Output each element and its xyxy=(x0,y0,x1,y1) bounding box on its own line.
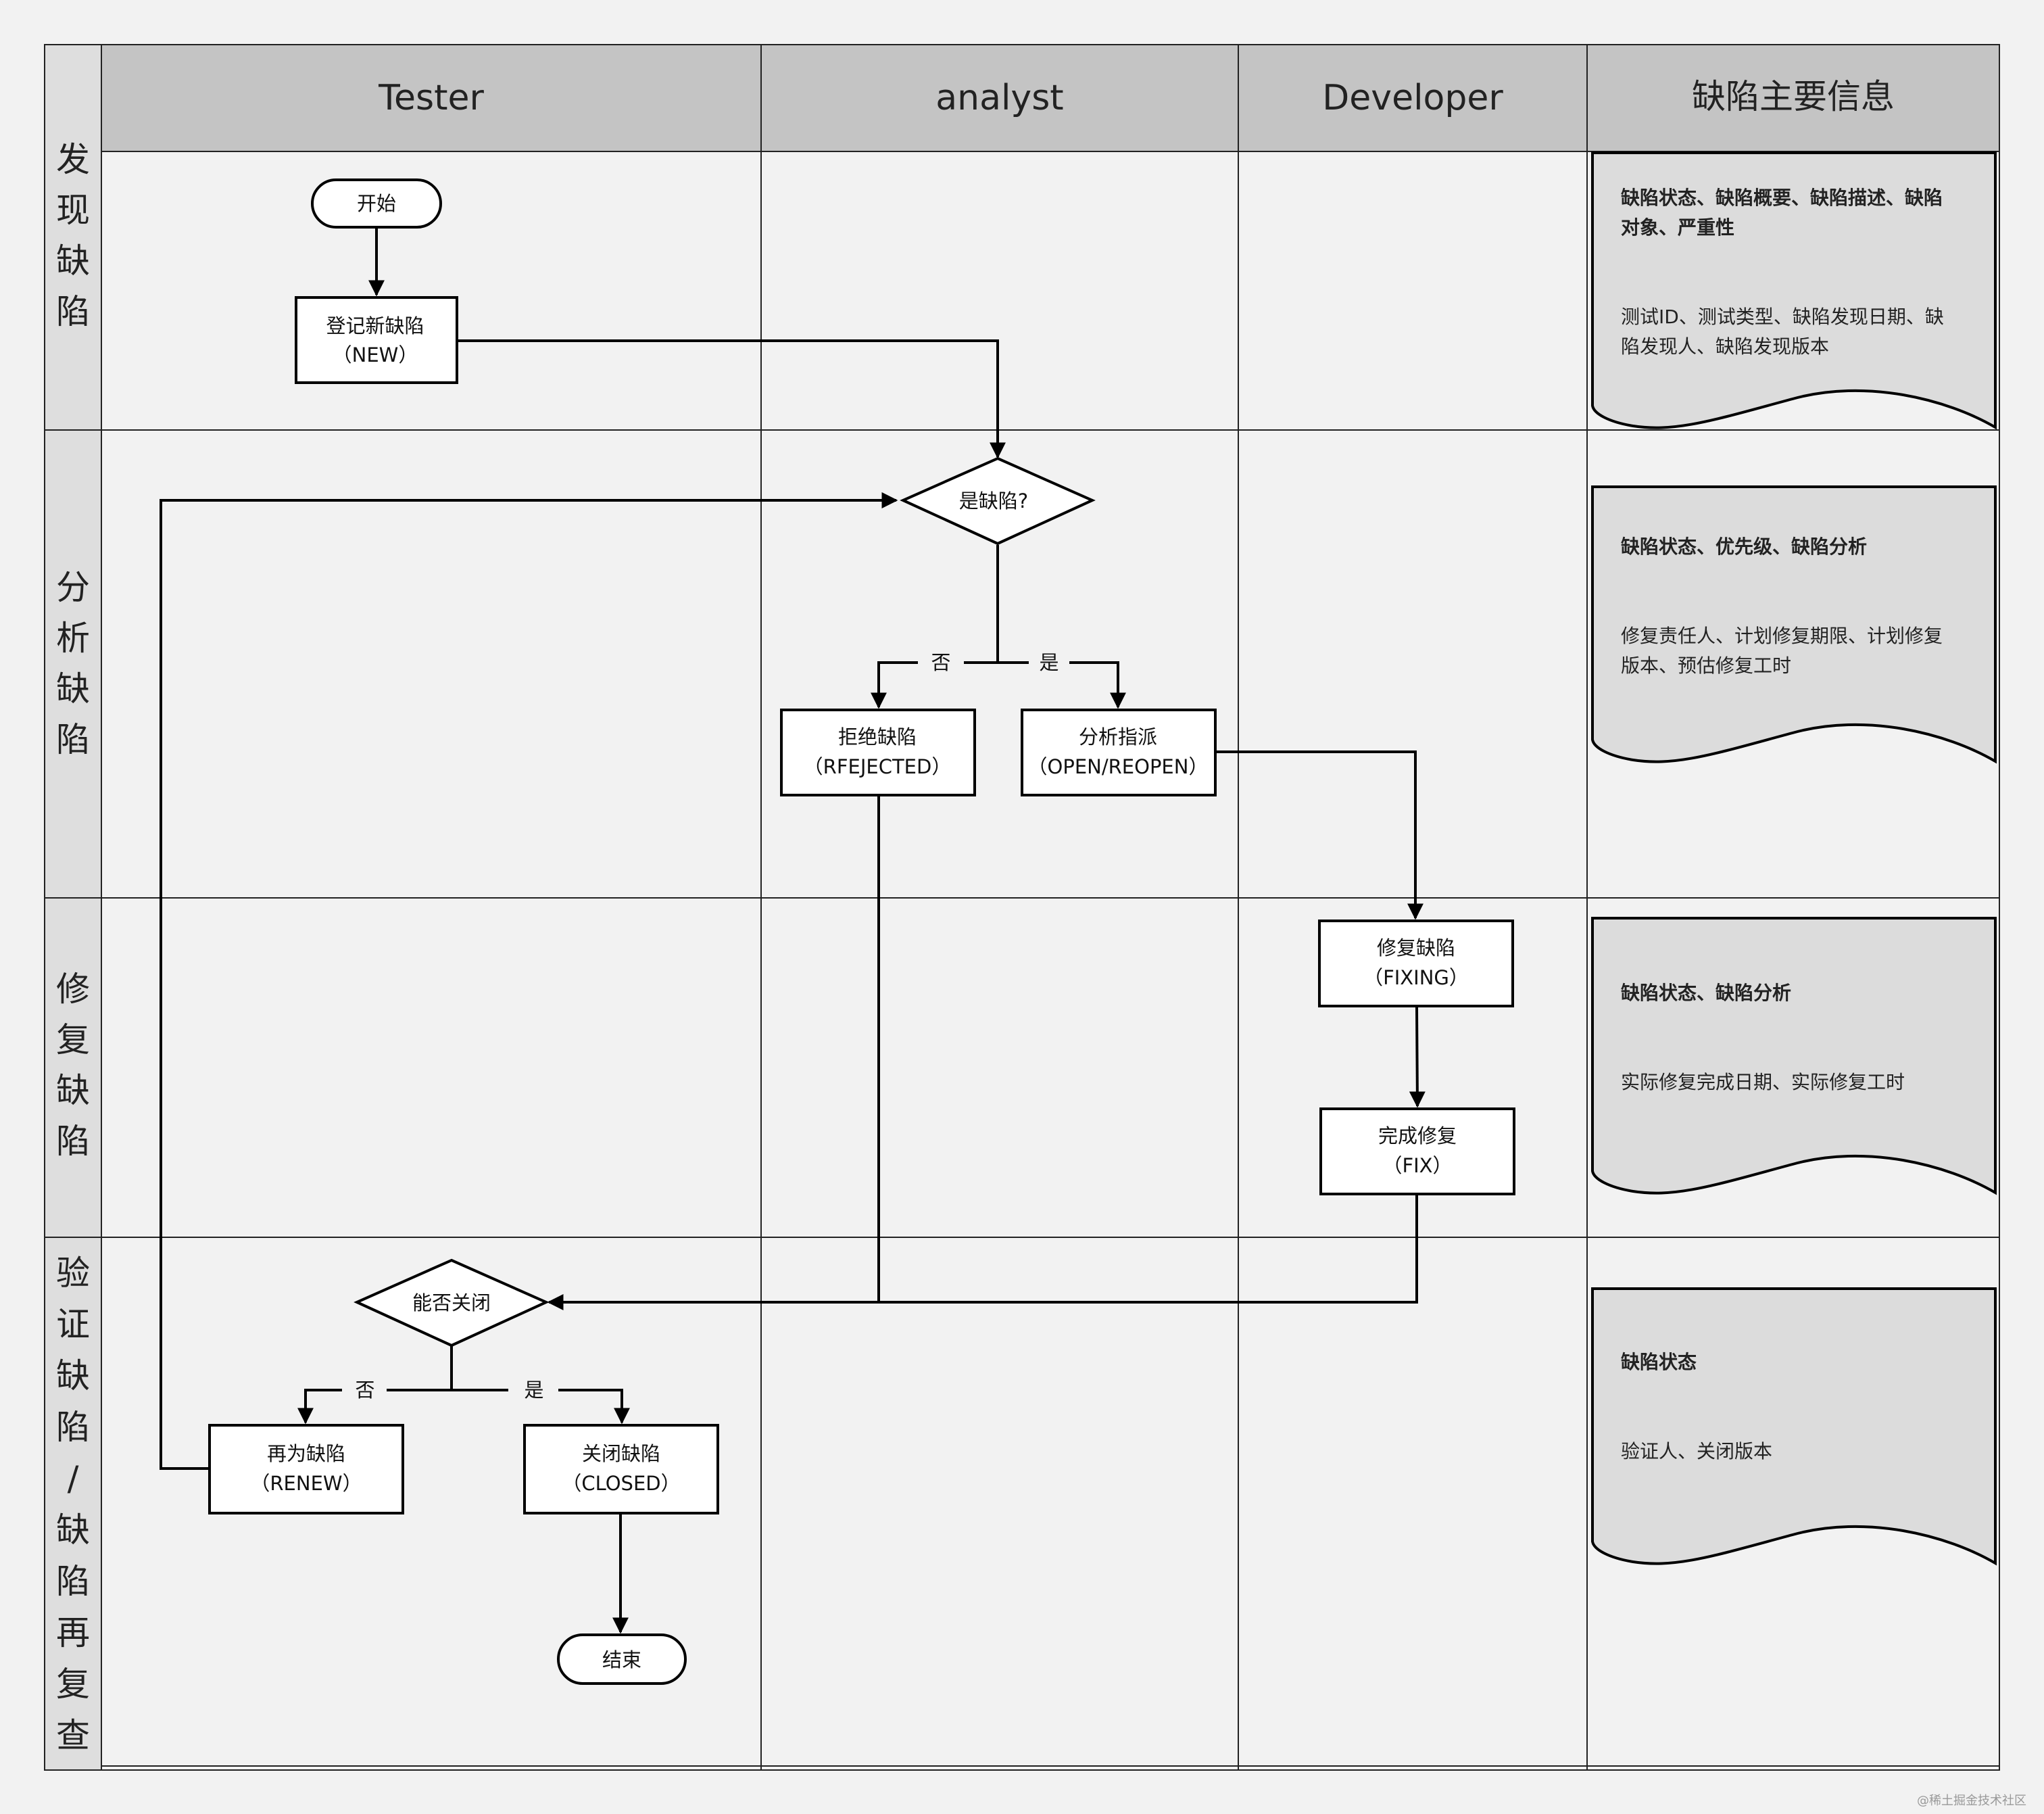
edge-no-branch xyxy=(871,661,918,709)
reject-defect-node: 拒绝缺陷 （RFEJECTED） xyxy=(780,709,976,796)
fixing-defect-node: 修复缺陷 （FIXING） xyxy=(1318,920,1514,1007)
info-line: 陷发现人、缺陷发现版本 xyxy=(1621,335,1829,358)
node-label: （FIXING） xyxy=(1363,966,1469,989)
node-label: （RENEW） xyxy=(250,1472,362,1495)
info-bold-line: 缺陷状态、缺陷分析 xyxy=(1621,982,1791,1004)
info-bold-line: 缺陷状态、缺陷概要、缺陷描述、缺陷 xyxy=(1621,187,1943,209)
row-dividers xyxy=(45,429,1999,1767)
info-bold-line: 对象、严重性 xyxy=(1621,216,1734,239)
lane-label-char: 复 xyxy=(56,1020,90,1059)
lane-label-char: / xyxy=(68,1459,79,1498)
closed-defect-node: 关闭缺陷 （CLOSED） xyxy=(523,1424,719,1514)
lane-label-char: 陷 xyxy=(56,292,90,331)
lane-label-analyze: 分 析 缺 陷 xyxy=(56,568,90,759)
info-card-verify: 缺陷状态 验证人、关闭版本 xyxy=(1591,1287,1997,1566)
info-line: 版本、预估修复工时 xyxy=(1621,654,1791,677)
can-close-decision: 能否关闭 xyxy=(354,1258,550,1347)
end-label: 结束 xyxy=(602,1648,641,1671)
renew-defect-node: 再为缺陷 （RENEW） xyxy=(208,1424,404,1514)
lane-label-discover: 发 现 缺 陷 xyxy=(56,140,90,331)
info-line: 修复责任人、计划修复期限、计划修复 xyxy=(1621,625,1943,647)
node-label: （NEW） xyxy=(333,343,418,366)
decision-label: 是缺陷? xyxy=(959,490,1028,512)
info-line: 实际修复完成日期、实际修复工时 xyxy=(1621,1071,1905,1093)
lane-label-char: 陷 xyxy=(56,1408,90,1447)
column-header-developer: Developer xyxy=(1322,78,1503,118)
info-card-analyze: 缺陷状态、优先级、缺陷分析 修复责任人、计划修复期限、计划修复 版本、预估修复工… xyxy=(1591,485,1997,764)
lane-label-char: 复 xyxy=(56,1665,90,1704)
lane-label-char: 缺 xyxy=(56,1510,90,1550)
decision-label: 能否关闭 xyxy=(412,1291,491,1314)
info-card-fix: 缺陷状态、缺陷分析 实际修复完成日期、实际修复工时 xyxy=(1591,917,1997,1195)
end-terminal: 结束 xyxy=(557,1633,687,1685)
node-label: 修复缺陷 xyxy=(1377,936,1455,959)
lane-label-char: 验 xyxy=(56,1254,90,1293)
info-line: 测试ID、测试类型、缺陷发现日期、缺 xyxy=(1621,306,1944,328)
edge-yes2-branch xyxy=(558,1389,630,1425)
node-label: （CLOSED） xyxy=(562,1472,680,1495)
edge-label-yes: 是 xyxy=(524,1379,543,1402)
lane-label-fix: 修 复 缺 陷 xyxy=(56,970,90,1161)
edge-label-no: 否 xyxy=(355,1379,374,1402)
header-bar xyxy=(101,44,2000,152)
watermark: @稀土掘金技术社区 xyxy=(1917,1794,2026,1808)
node-label: 再为缺陷 xyxy=(267,1442,345,1465)
lane-label-char: 发 xyxy=(56,140,90,179)
fixed-defect-node: 完成修复 （FIX） xyxy=(1319,1107,1515,1195)
edge-renew-loop xyxy=(160,492,898,1470)
column-header-analyst: analyst xyxy=(935,78,1063,118)
lane-label-char: 析 xyxy=(56,619,90,658)
node-label: 完成修复 xyxy=(1378,1124,1457,1147)
lane-label-char: 再 xyxy=(56,1613,90,1652)
node-label: （OPEN/REOPEN） xyxy=(1028,755,1209,778)
node-label: 分析指派 xyxy=(1079,725,1157,748)
lane-label-char: 修 xyxy=(56,970,90,1009)
node-label: 登记新缺陷 xyxy=(326,314,424,337)
lane-label-column xyxy=(44,44,102,1771)
edge-register-decision xyxy=(457,339,1006,459)
register-defect-node: 登记新缺陷 （NEW） xyxy=(295,296,458,384)
edge-assign-fixing xyxy=(1215,750,1424,920)
lane-label-char: 缺 xyxy=(56,669,90,709)
connectors xyxy=(160,227,1426,1634)
node-label: （RFEJECTED） xyxy=(804,755,952,778)
info-line: 验证人、关闭版本 xyxy=(1621,1440,1772,1462)
lane-label-char: 分 xyxy=(56,568,90,607)
lane-label-char: 证 xyxy=(56,1305,90,1344)
edge-label-no: 否 xyxy=(931,651,950,674)
column-dividers xyxy=(760,45,1588,1770)
lane-label-char: 陷 xyxy=(56,1562,90,1601)
node-label: （FIX） xyxy=(1382,1154,1452,1177)
edge-label-yes: 是 xyxy=(1039,651,1058,674)
lane-label-char: 陷 xyxy=(56,1122,90,1161)
is-defect-decision: 是缺陷? xyxy=(900,456,1096,546)
start-terminal: 开始 xyxy=(311,178,442,229)
info-card-discover: 缺陷状态、缺陷概要、缺陷描述、缺陷 对象、严重性 测试ID、测试类型、缺陷发现日… xyxy=(1591,151,1997,430)
lane-label-char: 查 xyxy=(56,1716,90,1755)
info-bold-line: 缺陷状态 xyxy=(1621,1351,1697,1373)
lane-label-char: 缺 xyxy=(56,1071,90,1110)
start-label: 开始 xyxy=(357,192,396,215)
edge-yes-branch xyxy=(1069,661,1126,709)
node-label: 拒绝缺陷 xyxy=(838,725,917,748)
edge-no2-branch xyxy=(297,1389,342,1425)
column-header-info: 缺陷主要信息 xyxy=(1692,77,1895,116)
assign-defect-node: 分析指派 （OPEN/REOPEN） xyxy=(1021,709,1217,796)
lane-label-verify: 验 证 缺 陷 / 缺 陷 再 复 查 xyxy=(56,1254,90,1755)
lane-label-char: 缺 xyxy=(56,1356,90,1395)
node-label: 关闭缺陷 xyxy=(582,1442,660,1465)
edge-fixed-canclose xyxy=(547,1194,1418,1310)
lane-label-char: 陷 xyxy=(56,720,90,759)
column-header-tester: Tester xyxy=(378,78,484,118)
lane-label-char: 缺 xyxy=(56,241,90,281)
lane-label-char: 现 xyxy=(56,191,90,230)
info-bold-line: 缺陷状态、优先级、缺陷分析 xyxy=(1621,535,1867,558)
